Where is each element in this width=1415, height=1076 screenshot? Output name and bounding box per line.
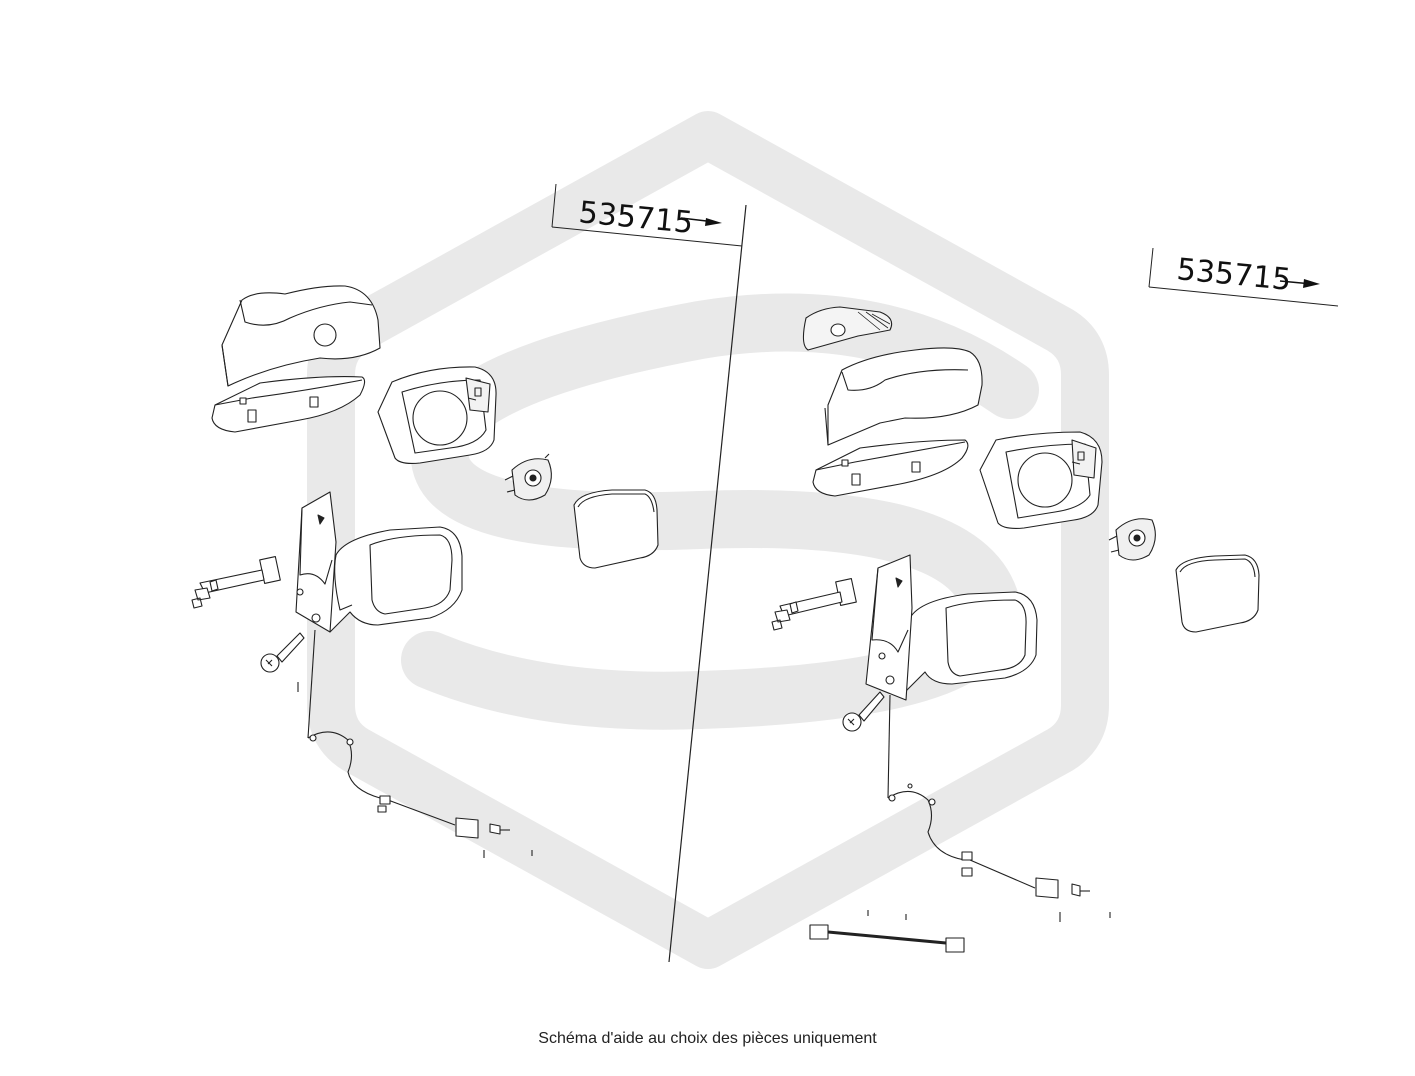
- left-screw: [260, 632, 305, 692]
- left-base-plate: [295, 491, 337, 633]
- right-connector-plug: [771, 578, 857, 631]
- left-backing-plate: [377, 366, 497, 464]
- right-wiring: [867, 694, 1111, 922]
- left-mirror-glass: [573, 489, 659, 569]
- right-mirror-assembly: [771, 306, 1260, 953]
- right-indicator-lens: [802, 306, 893, 351]
- left-base-trim: [211, 376, 366, 433]
- ref-label-right: 535715: [1148, 247, 1339, 307]
- right-mirror-housing: [889, 591, 1038, 693]
- left-cap-cover: [221, 285, 381, 387]
- right-actuator: [1108, 518, 1156, 561]
- left-actuator: [504, 453, 552, 501]
- divider-line: [668, 204, 747, 963]
- right-mirror-glass: [1175, 554, 1260, 633]
- right-base-trim: [812, 439, 969, 497]
- right-loose-cable: [809, 924, 965, 953]
- ref-number-left: 535715: [577, 195, 694, 241]
- right-screw: [842, 691, 885, 732]
- right-backing-plate: [979, 431, 1103, 529]
- diagram-caption: Schéma d'aide au choix des pièces unique…: [538, 1030, 877, 1047]
- left-mirror-assembly: [191, 285, 659, 858]
- left-wiring: [307, 629, 533, 858]
- left-mirror-housing: [317, 526, 463, 633]
- right-cap-cover: [824, 347, 983, 446]
- left-connector-plug: [191, 556, 281, 609]
- right-base-plate: [865, 554, 913, 701]
